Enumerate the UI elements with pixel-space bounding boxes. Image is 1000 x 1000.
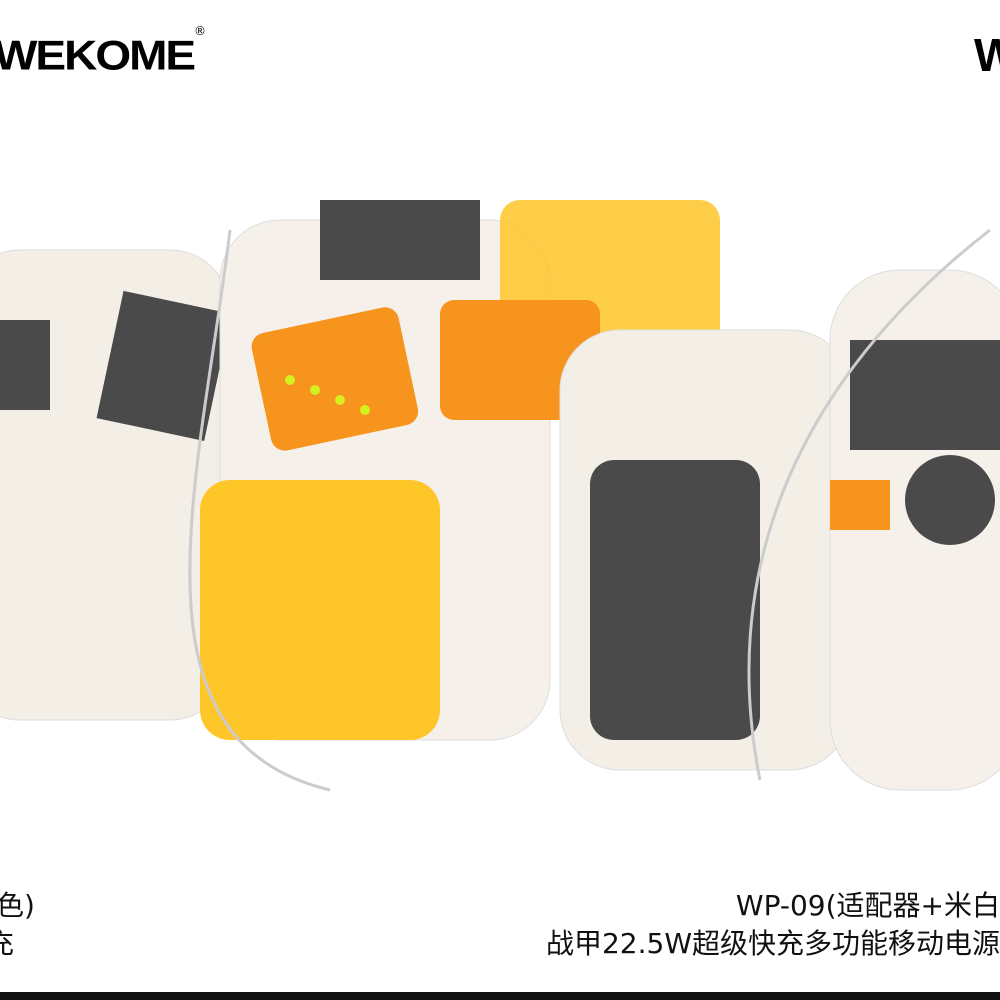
brand-logo-fragment: W	[974, 29, 1000, 81]
product-title-caption: 战甲22.5W超级快充多功能移动电源	[545, 927, 1000, 960]
registered-mark: ®	[194, 24, 206, 38]
right-power-bank	[559, 269, 1000, 791]
left-power-bank	[0, 249, 232, 721]
product-illustration	[0, 200, 1000, 792]
left-caption-fragment-2: 充	[0, 927, 15, 960]
bottom-border	[0, 992, 1000, 1000]
left-caption-fragment-1: 色)	[0, 889, 35, 922]
brand-logo: WEKOME	[0, 31, 196, 79]
product-model-caption: WP-09(适配器+米白	[735, 889, 1000, 922]
center-power-bank	[200, 200, 551, 741]
